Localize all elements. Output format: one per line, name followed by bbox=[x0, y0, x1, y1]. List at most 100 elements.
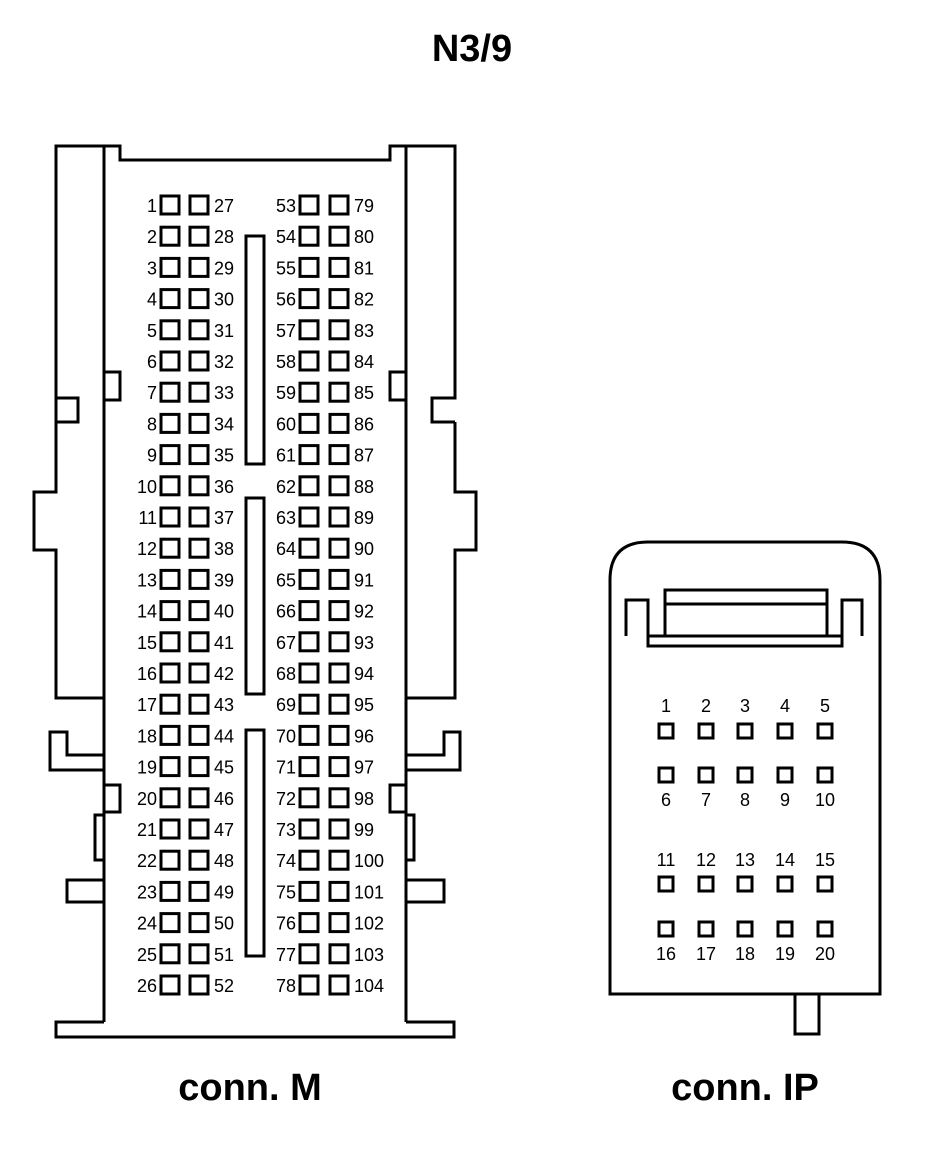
pin-cavity bbox=[328, 600, 350, 622]
pin-label: 88 bbox=[354, 477, 374, 497]
pin-label: 55 bbox=[276, 258, 296, 278]
pin-cavity bbox=[159, 319, 181, 341]
pin-label: 12 bbox=[137, 539, 157, 559]
pin-label: 65 bbox=[276, 570, 296, 590]
pin-label: 11 bbox=[657, 850, 676, 870]
pin-cavity bbox=[159, 662, 181, 684]
pin-cavity bbox=[188, 724, 210, 746]
pin-label: 93 bbox=[354, 633, 374, 653]
pin-label: 19 bbox=[775, 944, 795, 964]
pin-label: 12 bbox=[696, 850, 716, 870]
pin-cavity bbox=[328, 568, 350, 590]
pin-cavity bbox=[816, 920, 834, 938]
pin-cavity bbox=[776, 766, 794, 784]
pin-cavity bbox=[159, 724, 181, 746]
pin-label: 89 bbox=[354, 508, 374, 528]
pin-label: 79 bbox=[354, 196, 374, 216]
pin-label: 101 bbox=[354, 882, 384, 902]
pin-cavity bbox=[816, 722, 834, 740]
pin-cavity bbox=[697, 722, 715, 740]
pin-label: 25 bbox=[137, 945, 157, 965]
pin-label: 42 bbox=[214, 664, 234, 684]
pin-label: 7 bbox=[147, 383, 157, 403]
pin-cavity bbox=[328, 444, 350, 466]
pin-label: 56 bbox=[276, 290, 296, 310]
pin-cavity bbox=[159, 412, 181, 434]
pin-label: 43 bbox=[214, 695, 234, 715]
pin-cavity bbox=[188, 849, 210, 871]
pin-cavity bbox=[298, 256, 320, 278]
pin-cavity bbox=[298, 506, 320, 528]
pin-label: 1 bbox=[661, 696, 671, 716]
pin-label: 58 bbox=[276, 352, 296, 372]
pin-label: 66 bbox=[276, 602, 296, 622]
pin-cavity bbox=[298, 381, 320, 403]
pin-cavity bbox=[298, 350, 320, 372]
pin-label: 102 bbox=[354, 914, 384, 934]
pin-cavity bbox=[159, 444, 181, 466]
pin-label: 104 bbox=[354, 976, 384, 996]
pin-label: 18 bbox=[137, 726, 157, 746]
pin-cavity bbox=[188, 818, 210, 840]
pin-label: 19 bbox=[137, 758, 157, 778]
pin-label: 28 bbox=[214, 227, 234, 247]
pin-cavity bbox=[188, 475, 210, 497]
pin-label: 16 bbox=[656, 944, 676, 964]
pin-label: 54 bbox=[276, 227, 296, 247]
pin-cavity bbox=[298, 787, 320, 809]
pin-label: 8 bbox=[740, 790, 750, 810]
pin-cavity bbox=[776, 875, 794, 893]
pin-label: 40 bbox=[214, 602, 234, 622]
pin-label: 1 bbox=[147, 196, 157, 216]
pin-cavity bbox=[298, 475, 320, 497]
pin-cavity bbox=[697, 920, 715, 938]
pin-cavity bbox=[736, 920, 754, 938]
pin-cavity bbox=[298, 288, 320, 310]
pin-cavity bbox=[159, 693, 181, 715]
pin-cavity bbox=[188, 288, 210, 310]
pin-cavity bbox=[188, 537, 210, 559]
pin-cavity bbox=[736, 766, 754, 784]
pin-label: 90 bbox=[354, 539, 374, 559]
pin-cavity bbox=[298, 756, 320, 778]
pin-label: 92 bbox=[354, 602, 374, 622]
pin-label: 100 bbox=[354, 851, 384, 871]
pin-label: 52 bbox=[214, 976, 234, 996]
pin-label: 32 bbox=[214, 352, 234, 372]
connector-m-caption: conn. M bbox=[178, 1067, 322, 1109]
pin-cavity bbox=[657, 766, 675, 784]
divider-slot-top bbox=[244, 234, 266, 466]
pin-label: 14 bbox=[137, 602, 157, 622]
pin-cavity bbox=[188, 662, 210, 684]
pin-label: 18 bbox=[735, 944, 755, 964]
pin-label: 46 bbox=[214, 789, 234, 809]
pin-label: 35 bbox=[214, 446, 234, 466]
pin-cavity bbox=[188, 787, 210, 809]
pin-cavity bbox=[298, 880, 320, 902]
pin-label: 98 bbox=[354, 789, 374, 809]
pin-cavity bbox=[816, 766, 834, 784]
pin-label: 53 bbox=[276, 196, 296, 216]
pin-cavity bbox=[328, 475, 350, 497]
pin-label: 30 bbox=[214, 290, 234, 310]
pin-cavity bbox=[657, 722, 675, 740]
pin-cavity bbox=[159, 475, 181, 497]
pin-cavity bbox=[328, 288, 350, 310]
pin-cavity bbox=[697, 766, 715, 784]
pin-label: 17 bbox=[696, 944, 716, 964]
pin-cavity bbox=[188, 506, 210, 528]
pin-label: 5 bbox=[820, 696, 830, 716]
pin-label: 6 bbox=[147, 352, 157, 372]
pin-label: 9 bbox=[147, 446, 157, 466]
pin-label: 13 bbox=[735, 850, 755, 870]
pin-label: 2 bbox=[147, 227, 157, 247]
pin-label: 15 bbox=[137, 633, 157, 653]
pin-label: 34 bbox=[214, 414, 234, 434]
pin-label: 44 bbox=[214, 726, 234, 746]
pin-label: 4 bbox=[147, 290, 157, 310]
pin-label: 57 bbox=[276, 321, 296, 341]
pin-cavity bbox=[159, 194, 181, 216]
pin-cavity bbox=[159, 943, 181, 965]
pin-cavity bbox=[159, 225, 181, 247]
